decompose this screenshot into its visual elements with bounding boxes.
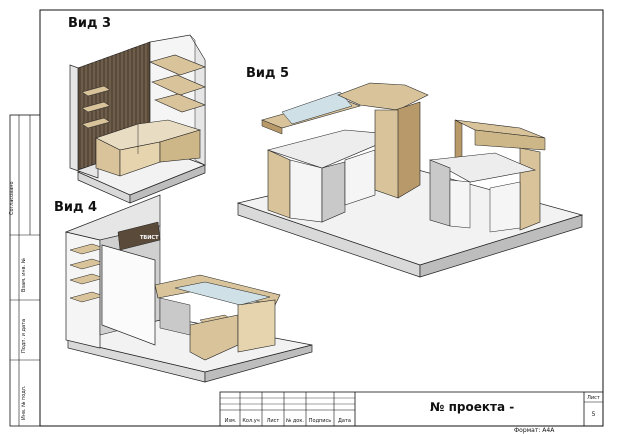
col-sheet: Лист [266,418,280,424]
view4-drawing [64,194,313,383]
format-label: Формат: А4А [514,427,555,434]
sheet-label: Лист [587,395,600,401]
sheet-number: 5 [591,411,596,418]
view4-label: Вид 4 [54,200,98,215]
view3-drawing [69,34,206,204]
col-signature: Подпись [308,418,332,424]
stamp-original-inventory-label: Инв. № подл. [21,385,27,421]
stamp-replaced-label: Взам. инв. № [21,258,27,292]
side-stamp [9,114,41,427]
col-qty: Кол.уч [242,418,260,424]
project-number: № проекта - [430,400,515,414]
view5-drawing [236,82,584,278]
stamp-signature-date-label: Подп. и дата [21,318,27,353]
sign-text: ТВИСТ [140,235,159,241]
col-doc: № док. [286,418,304,424]
title-block [219,391,604,427]
view3-label: Вид 3 [68,16,112,31]
view5-label: Вид 5 [246,66,290,81]
col-change: Изм. [224,418,237,424]
stamp-agreed-label: Согласовано [9,181,15,215]
col-date: Дата [338,418,351,424]
